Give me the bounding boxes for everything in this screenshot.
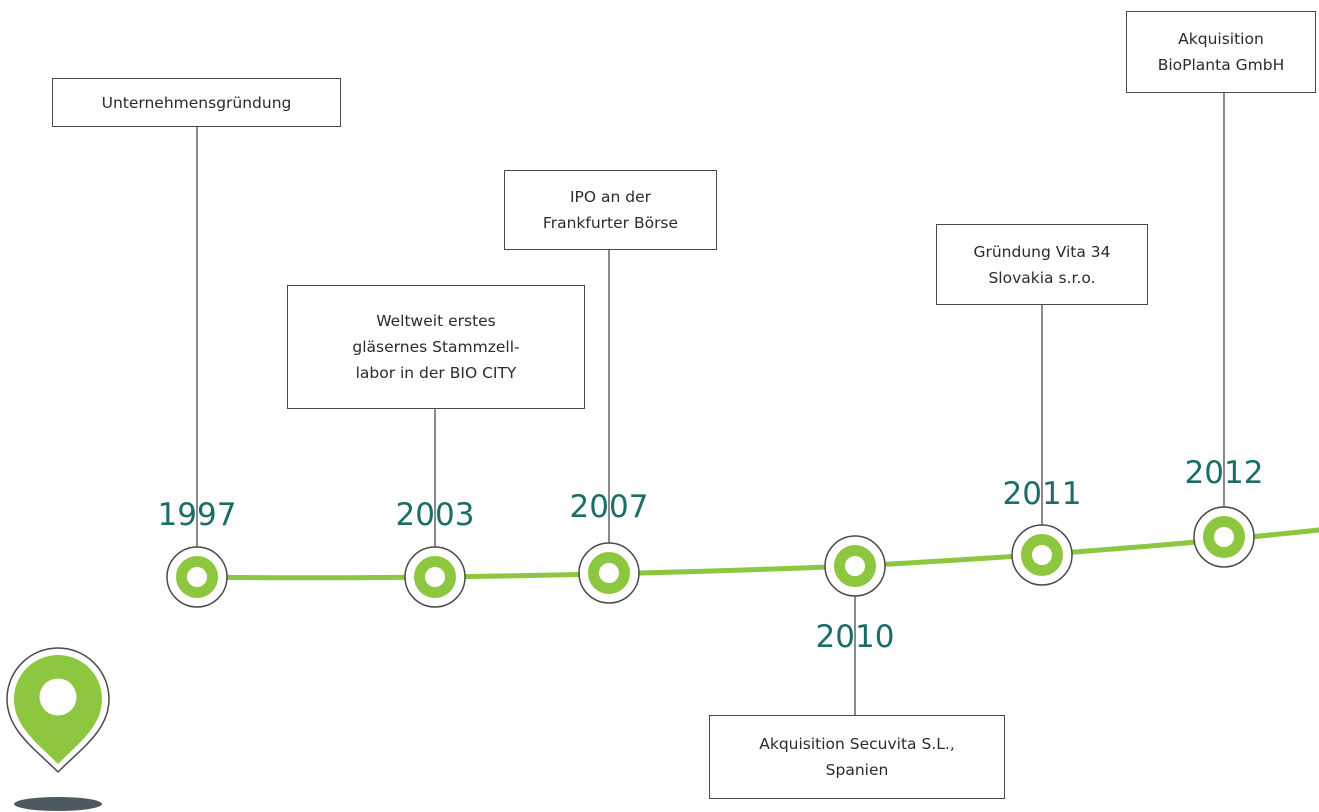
milestone-node-2007[interactable] (578, 542, 640, 604)
location-pin-icon (6, 647, 110, 811)
event-box-1997: Unternehmensgründung (52, 78, 341, 127)
milestone-node-2012[interactable] (1193, 506, 1255, 568)
year-label-2007: 2007 (569, 489, 649, 525)
year-label-2010: 2010 (815, 619, 895, 655)
event-box-2007: IPO an der Frankfurter Börse (504, 170, 717, 250)
year-label-2003: 2003 (395, 497, 475, 533)
event-box-2003: Weltweit erstes gläsernes Stammzell- lab… (287, 285, 585, 409)
year-label-1997: 1997 (157, 497, 237, 533)
milestone-node-2003[interactable] (404, 546, 466, 608)
milestone-node-2011[interactable] (1011, 524, 1073, 586)
milestone-node-2010[interactable] (824, 535, 886, 597)
year-label-2012: 2012 (1184, 455, 1264, 491)
event-box-2012: Akquisition BioPlanta GmbH (1126, 11, 1316, 93)
timeline-line (194, 527, 1319, 581)
event-box-2010: Akquisition Secuvita S.L., Spanien (709, 715, 1005, 799)
year-label-2011: 2011 (1002, 476, 1082, 512)
event-box-2011: Gründung Vita 34 Slovakia s.r.o. (936, 224, 1148, 305)
milestone-node-1997[interactable] (166, 546, 228, 608)
